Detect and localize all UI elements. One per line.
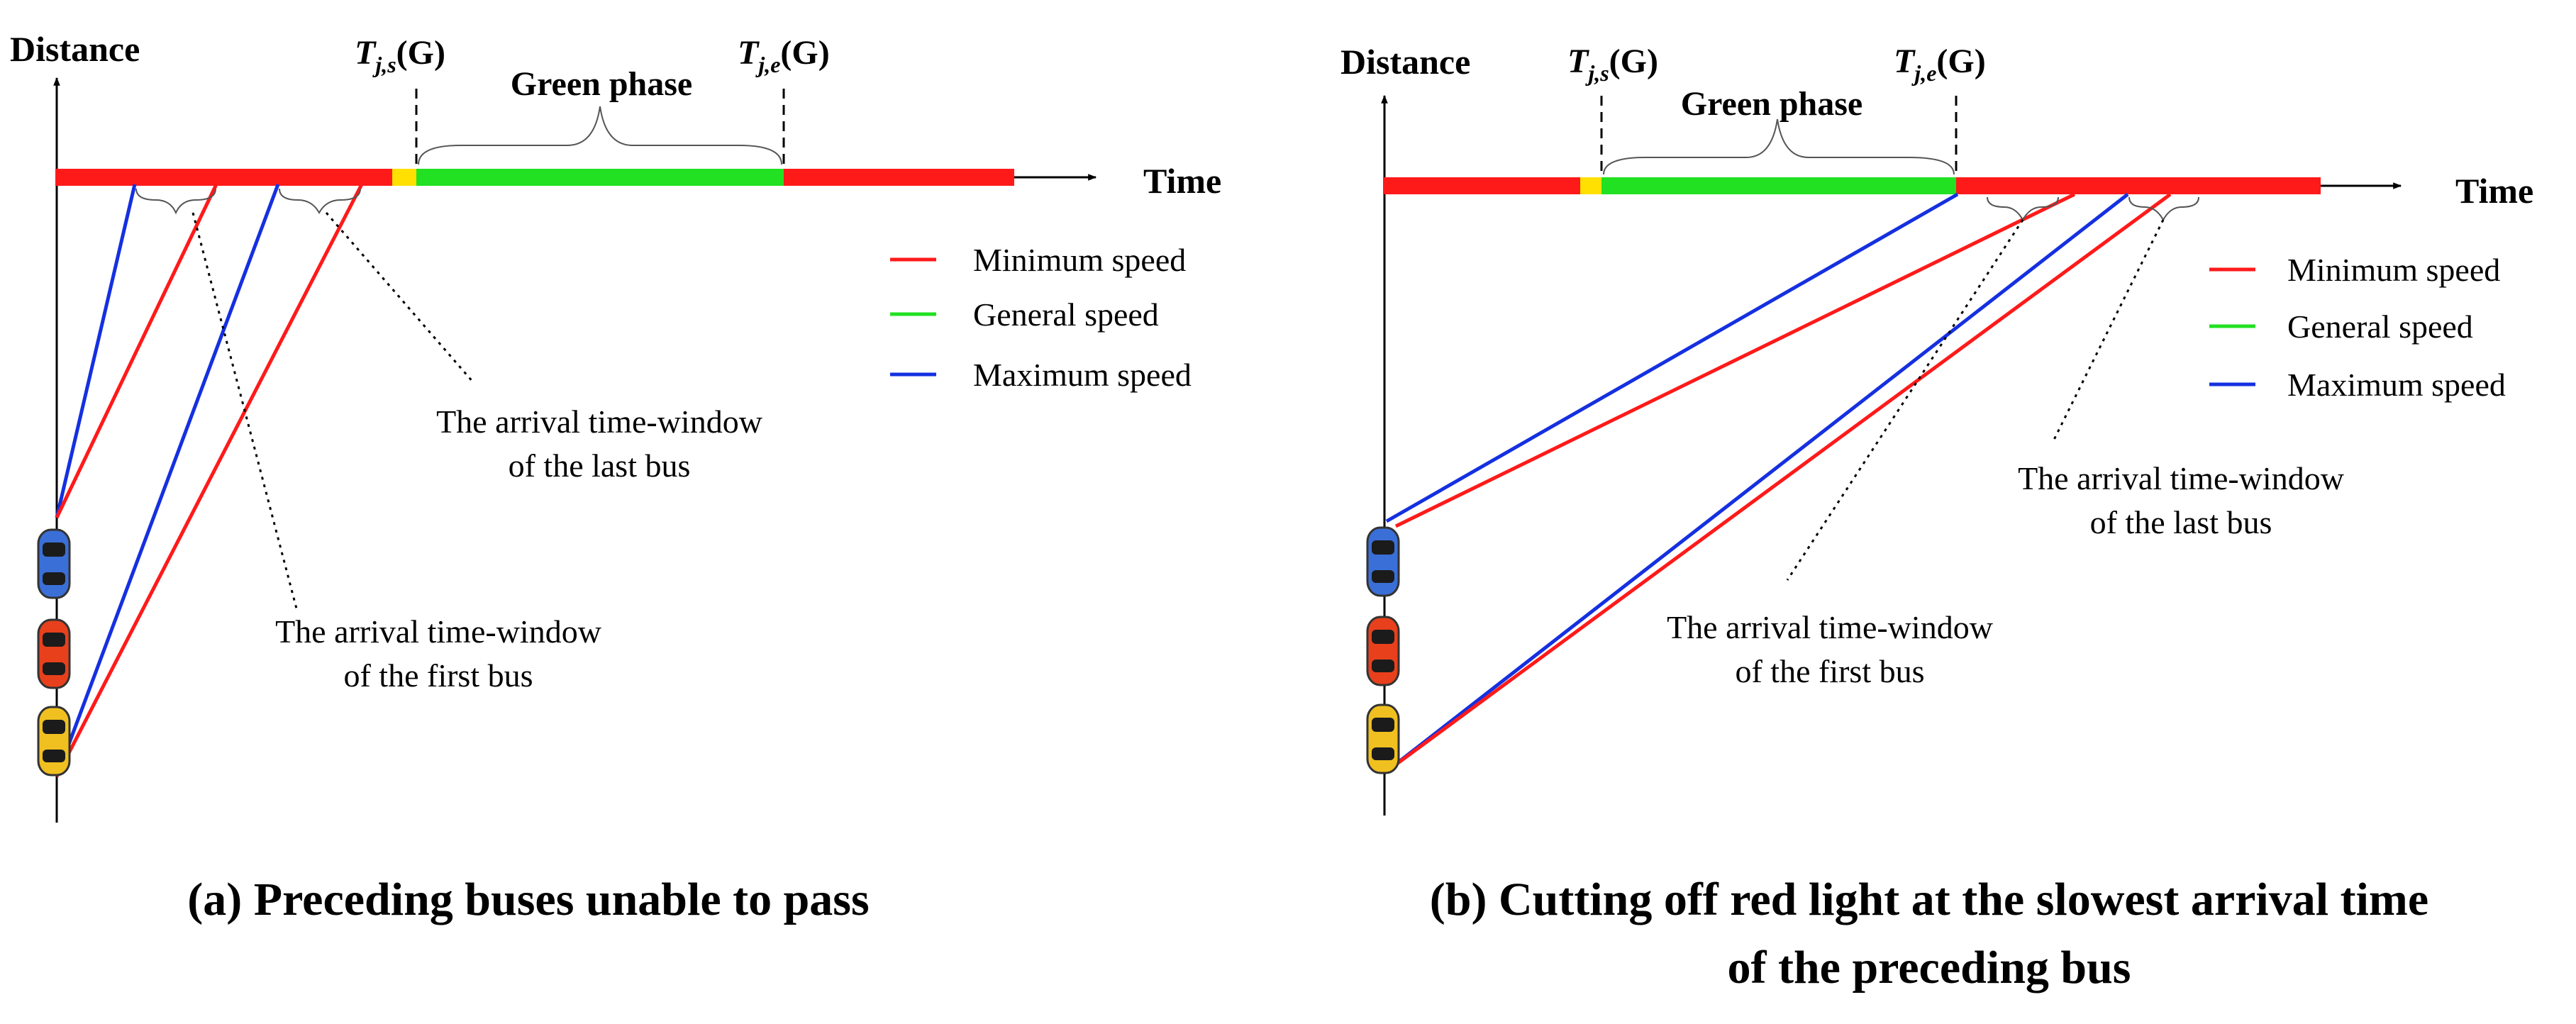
note-first-bus-line1: The arrival time-window xyxy=(1667,609,1994,645)
green-phase-label: Green phase xyxy=(511,65,692,103)
caption-b-line2: of the preceding bus xyxy=(1728,942,2131,994)
green-start-label: Tj,s(G) xyxy=(355,34,445,77)
red-phase-after xyxy=(784,169,1014,186)
bus-icon xyxy=(37,528,71,599)
red-phase-after xyxy=(1956,177,2321,194)
window-brace-1 xyxy=(135,188,216,215)
caption-b-line1: (b) Cutting off red light at the slowest… xyxy=(1430,874,2428,925)
trajectory-yellow-bus-max xyxy=(1383,193,2129,774)
green-phase xyxy=(1601,177,1956,194)
legend-label-minimum: Minimum speed xyxy=(973,242,1186,278)
time-axis-label: Time xyxy=(2455,171,2533,211)
bus-icon xyxy=(1366,616,1400,686)
bus-icon xyxy=(37,706,71,777)
time-axis-label: Time xyxy=(1143,161,1221,201)
legend-b: Minimum speed General speed Maximum spee… xyxy=(2209,252,2506,403)
panel-b: Distance Time Tj,s(G) Tj,e(G) Green phas… xyxy=(1340,42,2533,994)
window-brace-2 xyxy=(279,188,361,215)
note-first-bus-line1: The arrival time-window xyxy=(275,613,602,650)
leader-first-bus xyxy=(191,212,298,609)
legend-a: Minimum speed General speed Maximum spee… xyxy=(890,242,1192,393)
trajectory-blue-bus-min xyxy=(55,183,218,519)
note-last-bus-line1: The arrival time-window xyxy=(2018,460,2345,496)
yellow-phase xyxy=(1580,177,1601,194)
green-phase-brace xyxy=(418,106,782,165)
red-phase-before xyxy=(55,169,392,186)
green-start-label: Tj,s(G) xyxy=(1567,43,1658,86)
legend-label-general: General speed xyxy=(2287,308,2473,345)
note-last-bus-line1: The arrival time-window xyxy=(436,404,763,440)
distance-axis-label: Distance xyxy=(10,29,140,69)
green-phase-brace xyxy=(1603,118,1955,175)
note-last-bus-line2: of the last bus xyxy=(2090,504,2272,540)
bus-icon xyxy=(1366,526,1400,597)
legend-label-maximum: Maximum speed xyxy=(2287,367,2506,403)
trajectory-blue-bus-max xyxy=(1385,192,1959,523)
bus-icon xyxy=(1366,703,1400,774)
leader-last-bus xyxy=(325,212,475,384)
note-last-bus-line2: of the last bus xyxy=(509,447,691,484)
trajectory-blue-bus-max xyxy=(55,184,137,518)
green-end-label: Tj,e(G) xyxy=(738,34,830,77)
legend-label-maximum: Maximum speed xyxy=(973,357,1192,393)
trajectory-blue-bus-min xyxy=(1394,192,2076,528)
green-end-label: Tj,e(G) xyxy=(1894,43,1986,86)
leader-first-bus xyxy=(1786,219,2024,581)
caption-a: (a) Preceding buses unable to pass xyxy=(187,874,869,925)
note-first-bus-line2: of the first bus xyxy=(1735,653,1924,689)
red-phase-before xyxy=(1383,177,1580,194)
green-phase xyxy=(416,169,784,186)
distance-axis-label: Distance xyxy=(1340,42,1470,82)
bus-icon xyxy=(37,618,71,689)
panel-a: Distance Time Tj,s(G) Tj,e(G) Green phas… xyxy=(10,29,1221,925)
legend-label-general: General speed xyxy=(973,296,1159,333)
trajectory-yellow-bus-max xyxy=(55,184,280,777)
yellow-phase xyxy=(392,169,416,186)
green-phase-label: Green phase xyxy=(1681,85,1862,123)
trajectory-yellow-bus-min xyxy=(55,183,364,778)
trajectory-yellow-bus-min xyxy=(1383,192,2172,775)
note-first-bus-line2: of the first bus xyxy=(343,657,533,694)
legend-label-minimum: Minimum speed xyxy=(2287,252,2500,288)
leader-last-bus xyxy=(2052,219,2165,442)
